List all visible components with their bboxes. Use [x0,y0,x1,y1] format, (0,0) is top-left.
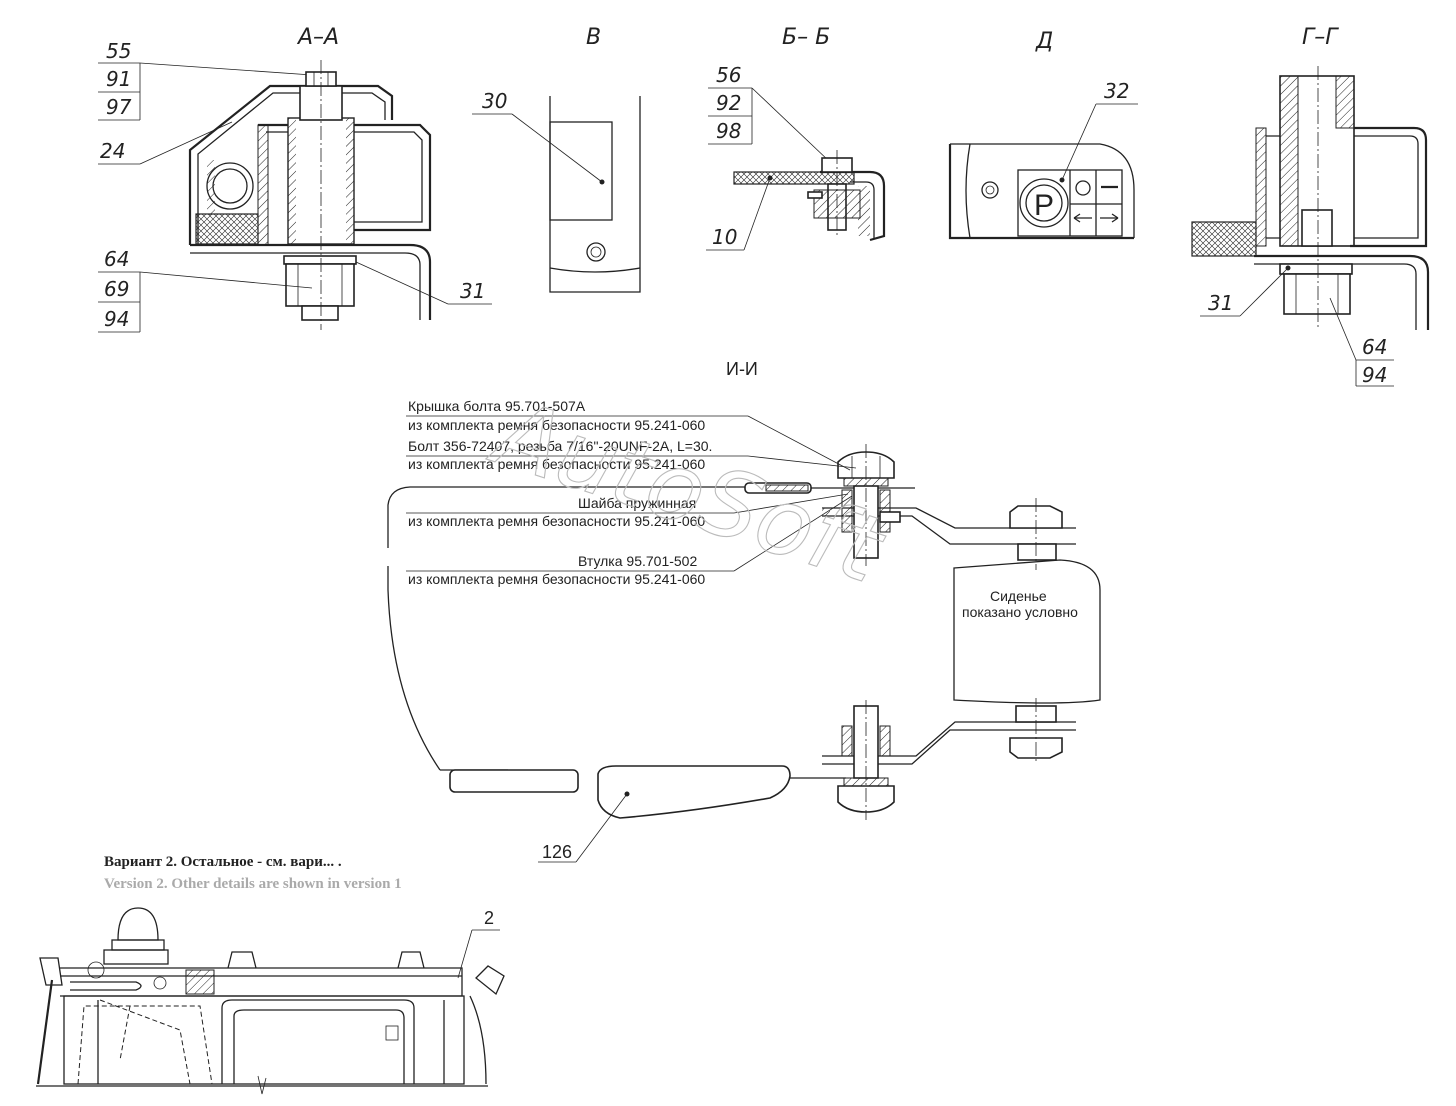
seat-note-1: Сиденье [990,588,1047,604]
note-bolt-label: Болт 356-72407, резьба 7/16"-20UNF-2A, L… [408,438,712,454]
callout-94: 94 [104,307,129,331]
note-cap-label: Крышка болта 95.701-507А [408,398,586,414]
variant-en-note: Version 2. Other details are shown in ve… [104,876,402,892]
callout-69: 69 [104,277,129,301]
callout-31: 31 [460,279,485,303]
note-bushing-source: из комплекта ремня безопасности 95.241-0… [408,571,705,587]
callout-92: 92 [716,91,741,115]
note-cap-source: из комплекта ремня безопасности 95.241-0… [408,417,705,433]
seat-note-2: показано условно [962,604,1078,620]
note-washer-source: из комплекта ремня безопасности 95.241-0… [408,513,705,529]
view-b: 30 [472,89,641,293]
parking-p-icon: P [1034,189,1054,222]
callout-56: 56 [716,63,741,87]
note-washer-label: Шайба пружинная [578,495,696,511]
callout-97: 97 [106,95,132,119]
view-gg-title: Г–Г [1302,25,1339,50]
callout-30: 30 [482,89,507,113]
view-bb-title: Б– Б [782,25,830,50]
gg-callout-64: 64 [1362,335,1387,359]
view-d: P 32 [948,79,1138,240]
callout-24: 24 [100,139,125,163]
cab-drawing: 2 [36,907,505,1095]
section-gg: 31 64 94 [1191,66,1430,387]
gg-callout-31: 31 [1208,291,1233,315]
callout-98: 98 [716,119,741,143]
gg-callout-94: 94 [1362,363,1387,387]
callout-126: 126 [542,842,572,862]
callout-55: 55 [106,39,131,63]
view-aa-title: А–А [296,25,339,50]
view-d-title: Д [1035,29,1053,54]
callout-10: 10 [712,225,737,249]
view-ii-title: И-И [726,359,758,379]
note-bolt-source: из комплекта ремня безопасности 95.241-0… [408,456,705,472]
callout-64: 64 [104,247,129,271]
section-bb: 56 92 98 10 [706,63,886,251]
variant-ru-note: Вариант 2. Остальное - см. вари... . [104,854,342,870]
view-v-title: В [586,25,601,50]
note-bushing-label: Втулка 95.701-502 [578,553,697,569]
callout-32: 32 [1104,79,1129,103]
callout-2: 2 [484,908,494,928]
callout-91: 91 [106,67,131,91]
section-aa: 55 91 97 24 [98,39,492,333]
section-ii: Сиденье показано условно 126 Крышка болт… [387,398,1101,863]
